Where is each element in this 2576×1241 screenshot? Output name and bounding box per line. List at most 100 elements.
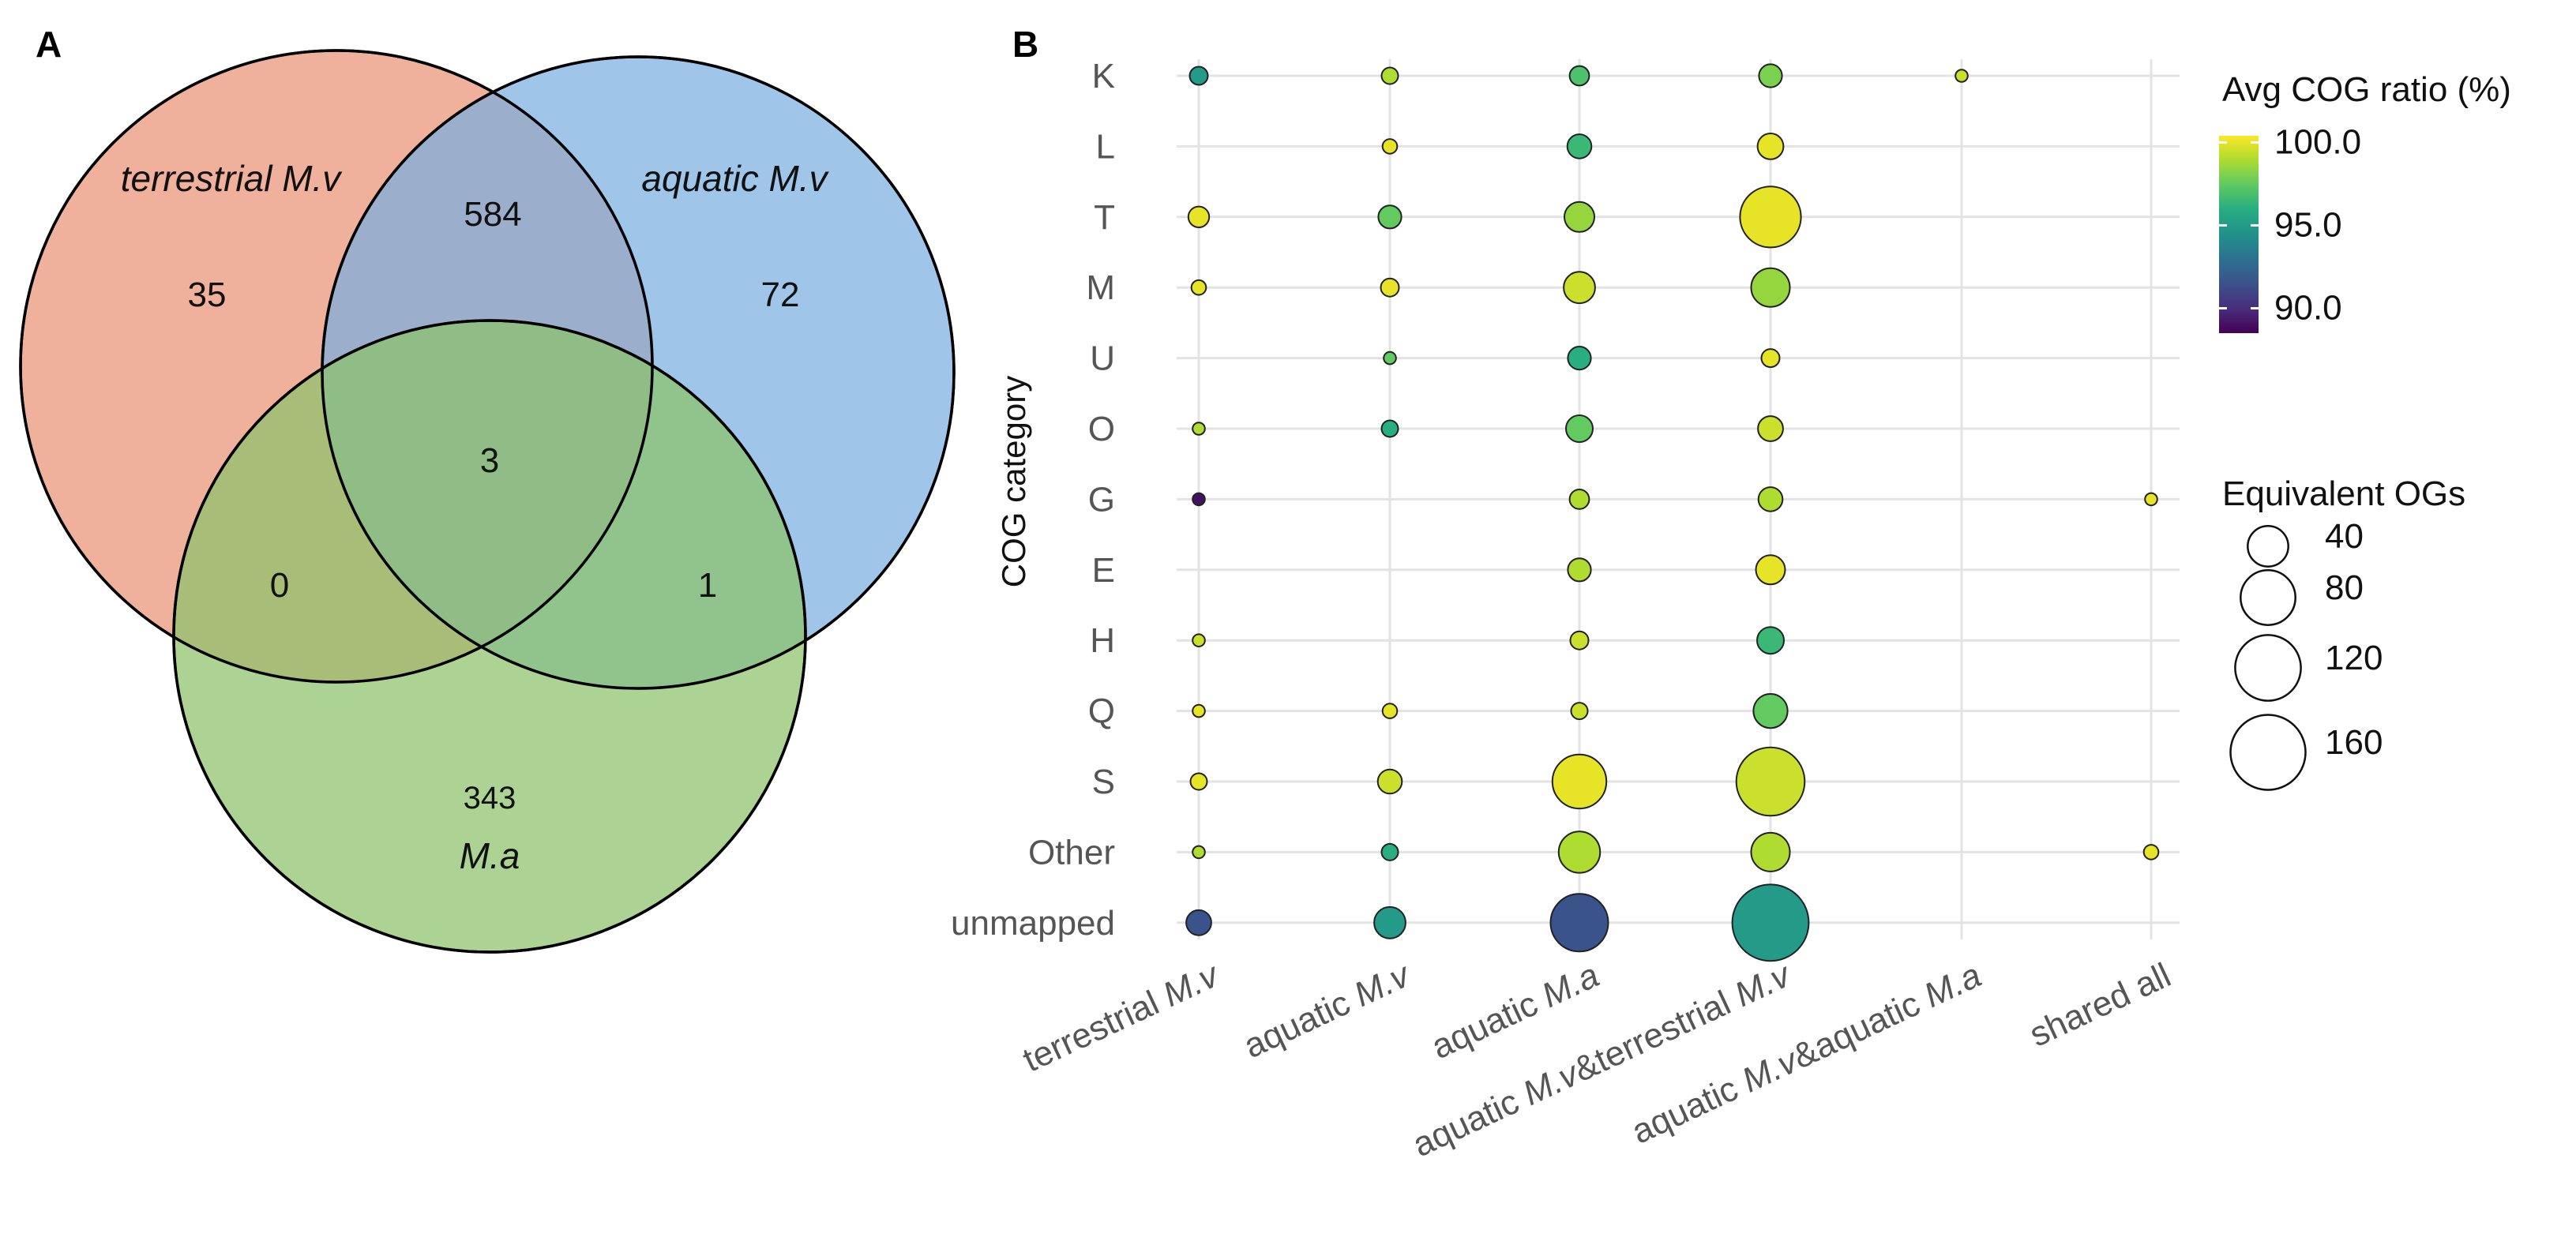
bubble-M-1 <box>1380 277 1400 298</box>
bubble-S-3 <box>1735 746 1806 817</box>
bubble-K-4 <box>1955 69 1969 83</box>
size-legend-title: Equivalent OGs <box>2222 474 2465 513</box>
bubble-T-0 <box>1187 205 1211 228</box>
size-legend-label: 80 <box>2325 568 2364 607</box>
bubble-H-0 <box>1192 633 1206 648</box>
y-tick-label: Other <box>1028 833 1115 872</box>
y-tick-label: H <box>1090 621 1115 660</box>
bubble-M-2 <box>1563 271 1596 305</box>
size-legend-items: 40 80 120 160 <box>2229 517 2383 791</box>
venn-panel: A terrestrial M.v aquatic M.v M.a 35 72 … <box>19 24 956 954</box>
bubble-Q-0 <box>1192 703 1206 718</box>
venn-count-terrestrial-aquatic: 584 <box>464 195 521 234</box>
bubble-Q-1 <box>1381 703 1399 719</box>
bubble-O-0 <box>1192 422 1206 436</box>
bubble-Other-0 <box>1192 845 1206 860</box>
x-tick-label: shared all <box>2024 956 2177 1055</box>
bubble-U-2 <box>1567 346 1592 371</box>
y-tick-label: S <box>1092 763 1115 801</box>
bubble-K-2 <box>1568 65 1590 87</box>
color-legend-title: Avg COG ratio (%) <box>2222 70 2511 109</box>
bubble-L-1 <box>1381 138 1399 155</box>
bubble-L-3 <box>1756 133 1785 160</box>
colorbar-tick-label: 100.0 <box>2274 122 2361 161</box>
bubble-M-3 <box>1750 267 1791 308</box>
y-tick-label: Q <box>1088 692 1115 731</box>
bubble-H-3 <box>1756 626 1785 655</box>
venn-set-label-ma: M.a <box>460 835 520 876</box>
bubble-Q-3 <box>1752 693 1789 729</box>
colorbar-tick-label: 90.0 <box>2274 288 2342 327</box>
bubble-Other-3 <box>1750 831 1791 872</box>
venn-count-terrestrial-only: 35 <box>188 276 227 314</box>
bubble-K-1 <box>1380 66 1399 85</box>
panel-b-label: B <box>1012 24 1038 65</box>
bubble-O-1 <box>1380 419 1399 438</box>
bubble-T-2 <box>1564 201 1595 233</box>
bubble-L-2 <box>1566 133 1593 159</box>
grid <box>1177 59 2180 939</box>
bubble-Other-5 <box>2142 844 2160 860</box>
bubble-G-2 <box>1568 489 1590 510</box>
size-legend-label: 40 <box>2325 517 2364 556</box>
venn-count-terrestrial-ma: 0 <box>270 566 289 605</box>
bubble-Q-2 <box>1570 702 1589 721</box>
bubble-Other-2 <box>1557 830 1602 874</box>
bubble-K-3 <box>1758 63 1783 88</box>
bubble-S-1 <box>1376 768 1403 795</box>
bubble-K-0 <box>1188 66 1209 86</box>
size-legend: Equivalent OGs 40 80 120 160 <box>2222 474 2465 791</box>
bubble-U-3 <box>1760 348 1781 369</box>
colorbar <box>2219 136 2259 333</box>
y-tick-label: M <box>1086 268 1115 307</box>
venn-outline-aquatic <box>321 55 956 690</box>
colorbar-tick-label: 95.0 <box>2274 205 2342 244</box>
bubble-E-2 <box>1567 557 1592 583</box>
bubble-T-3 <box>1739 186 1802 249</box>
size-legend-circle <box>2229 714 2307 791</box>
bubble-Other-1 <box>1380 842 1399 861</box>
venn-count-aquatic-only: 72 <box>761 276 800 314</box>
y-tick-label: G <box>1088 480 1115 519</box>
bubble-T-1 <box>1377 204 1403 230</box>
size-legend-label: 160 <box>2325 723 2383 762</box>
bubble-unmapped-3 <box>1731 883 1810 962</box>
colorbar-ticks: 100.0 95.0 90.0 <box>2219 122 2361 327</box>
y-tick-label: K <box>1092 57 1115 96</box>
bubbles <box>1185 63 2160 962</box>
bubble-S-0 <box>1189 772 1208 791</box>
venn-count-all-three: 3 <box>480 441 499 480</box>
x-tick-label: terrestrial M.v <box>1017 954 1226 1079</box>
size-legend-label: 120 <box>2325 639 2383 677</box>
size-legend-circle <box>2234 634 2302 702</box>
bubble-M-0 <box>1190 279 1207 296</box>
bubble-G-0 <box>1192 492 1206 507</box>
bubble-O-3 <box>1757 415 1784 442</box>
bubble-E-3 <box>1755 554 1786 586</box>
y-tick-label: T <box>1094 198 1115 237</box>
bubble-unmapped-1 <box>1373 905 1406 939</box>
bubble-panel: B COG category KLTMUOGEHQSOtherunmapped … <box>951 24 2511 1164</box>
venn-count-aquatic-ma: 1 <box>698 566 717 605</box>
y-axis-title: COG category <box>995 376 1032 587</box>
venn-set-label-aquatic: aquatic M.v <box>641 158 829 199</box>
bubble-H-2 <box>1569 630 1590 650</box>
y-tick-label: L <box>1096 127 1115 166</box>
bubble-O-2 <box>1565 414 1594 443</box>
venn-outline-ma <box>172 319 807 954</box>
size-legend-circle <box>2247 525 2289 568</box>
x-tick-label: aquatic M.v <box>1238 954 1418 1066</box>
bubble-unmapped-2 <box>1549 893 1609 953</box>
bubble-G-5 <box>2144 492 2158 507</box>
y-tick-label: unmapped <box>951 904 1115 943</box>
y-tick-label: E <box>1092 551 1115 590</box>
bubble-S-2 <box>1551 753 1608 810</box>
bubble-G-3 <box>1757 486 1784 512</box>
panel-a-label: A <box>36 24 62 65</box>
venn-set-label-terrestrial: terrestrial M.v <box>121 158 344 199</box>
y-tick-label: O <box>1088 410 1115 448</box>
color-legend: Avg COG ratio (%) 100.0 95.0 90.0 <box>2219 70 2511 333</box>
